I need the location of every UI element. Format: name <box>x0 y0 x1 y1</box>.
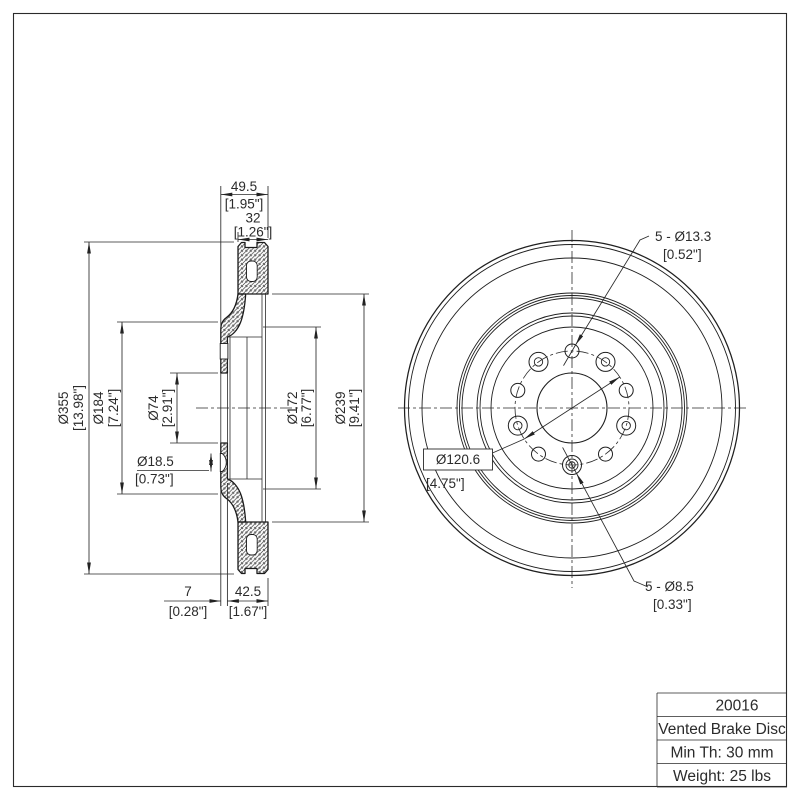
dim-t32-mm: 32 <box>245 211 260 226</box>
bolt-hole <box>598 446 613 462</box>
dim-d184-in: [7.24"] <box>106 389 121 428</box>
dim-h425-mm: 42.5 <box>235 584 261 599</box>
dim-friction-inner-diameter: Ø239 [9.41"] <box>272 293 369 523</box>
pin-hole <box>595 351 616 372</box>
flange-pin-hole <box>219 453 227 472</box>
dim-w495-mm: 49.5 <box>231 179 257 194</box>
callout-bcd-in: [4.75"] <box>426 476 465 491</box>
part-description: Vented Brake Disc <box>658 721 786 738</box>
weight: Weight: 25 lbs <box>673 768 771 785</box>
dim-d239-in: [9.41"] <box>347 389 362 428</box>
dim-disc-thickness: 32 [1.26"] <box>234 211 273 242</box>
section-top-hat <box>220 293 247 374</box>
dim-h425-in: [1.67"] <box>229 604 268 619</box>
vent-slot-bottom <box>246 534 258 556</box>
dim-t32-in: [1.26"] <box>234 225 273 240</box>
annotations-right: 5 - Ø13.3 [0.52"] 5 - Ø8.5 [0.33"] Ø120.… <box>423 229 711 612</box>
dim-hat-depth: 42.5 [1.67"] <box>227 584 268 619</box>
min-thickness: Min Th: 30 mm <box>670 745 773 762</box>
dim-flange-hole: Ø18.5 [0.73"] <box>135 453 213 487</box>
dimensions-left: Ø355 [13.98"] Ø184 [7.24"] Ø74 [2.91"] Ø… <box>56 179 369 619</box>
callout-bolt-mm: 5 - Ø13.3 <box>655 229 711 244</box>
callout-bolt-circle: Ø120.6 [4.75"] <box>423 376 621 491</box>
dim-bore-diameter: Ø74 [2.91"] <box>146 372 218 444</box>
dim-d74-in: [2.91"] <box>160 389 175 428</box>
dim-f7-in: [0.28"] <box>169 604 208 619</box>
callout-pin-in: [0.33"] <box>653 597 692 612</box>
dim-d355-in: [13.98"] <box>71 385 86 431</box>
callout-bolt-holes: 5 - Ø13.3 [0.52"] <box>563 229 711 366</box>
title-block-grid <box>656 692 787 788</box>
dim-d355-mm: Ø355 <box>56 391 71 424</box>
flange-bolt-hole <box>219 343 229 360</box>
dim-d184-mm: Ø184 <box>91 391 106 425</box>
pin-hole <box>528 351 549 372</box>
dim-d74-mm: Ø74 <box>146 395 161 421</box>
dim-d239-mm: Ø239 <box>333 391 348 424</box>
dim-d185-in: [0.73"] <box>135 472 174 487</box>
dim-inner-diameter: Ø172 [6.77"] <box>263 326 321 490</box>
dim-d185-mm: Ø18.5 <box>137 454 174 469</box>
part-number: 20016 <box>715 698 758 715</box>
section-bottom-hat <box>220 442 247 523</box>
dim-hat-diameter: Ø184 [7.24"] <box>91 321 218 495</box>
page-border <box>12 12 788 788</box>
vent-slot-top <box>246 260 258 282</box>
pin-hole <box>507 415 528 436</box>
dim-outer-diameter: Ø355 [13.98"] <box>56 241 234 575</box>
dim-f7-mm: 7 <box>184 584 192 599</box>
title-block: 20016 Vented Brake Disc Min Th: 30 mm We… <box>656 692 787 788</box>
section-view <box>196 241 302 575</box>
dim-overall-width: 49.5 [1.95"] <box>220 179 269 326</box>
front-view <box>398 230 748 588</box>
dim-d172-mm: Ø172 <box>285 391 300 424</box>
callout-bcd-mm: Ø120.6 <box>436 452 480 467</box>
dim-w495-in: [1.95"] <box>225 197 264 212</box>
bolt-circle-label-box <box>423 448 493 471</box>
callout-pin-holes: 5 - Ø8.5 [0.33"] <box>562 447 694 612</box>
dim-d172-in: [6.77"] <box>299 389 314 428</box>
callout-pin-mm: 5 - Ø8.5 <box>645 579 694 594</box>
callout-bolt-in: [0.52"] <box>663 247 702 262</box>
bolt-hole <box>531 446 546 462</box>
dim-flange-thickness: 7 [0.28"] <box>164 483 269 619</box>
